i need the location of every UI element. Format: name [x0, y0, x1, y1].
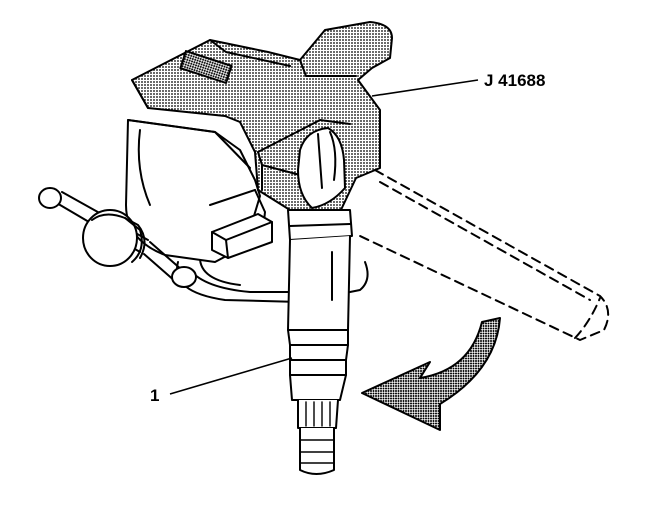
callout-part-number: 1 [150, 386, 159, 405]
vise-body [125, 119, 273, 263]
rotation-arrow [361, 317, 501, 431]
phantom-outline [359, 169, 610, 341]
vise-handle [38, 187, 197, 288]
coil-assembly [287, 127, 353, 475]
callout-tool-number: J 41688 [484, 71, 545, 90]
leader-line-part [169, 357, 293, 395]
leader-line-tool [371, 79, 479, 97]
